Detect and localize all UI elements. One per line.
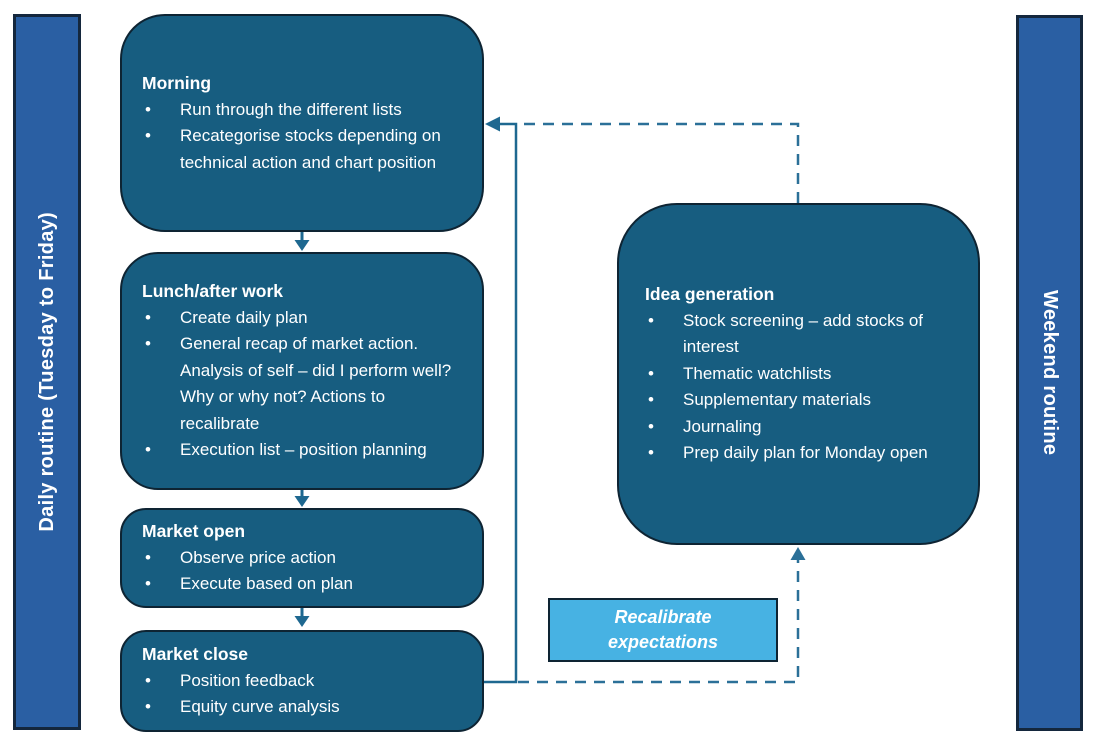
idea-generation-box: Idea generation Stock screening – add st…: [617, 203, 980, 545]
arrow-left-icon: [485, 116, 500, 132]
bullet-item: General recap of market action. Analysis…: [142, 331, 466, 437]
bullet-item: Create daily plan: [142, 305, 466, 332]
weekend-routine-label: Weekend routine: [1039, 290, 1061, 456]
market-close-bullets: Position feedbackEquity curve analysis: [142, 668, 466, 721]
bullet-item: Recategorise stocks depending on technic…: [142, 123, 466, 176]
market-open-title: Market open: [142, 521, 246, 542]
connector-close-morning: [484, 122, 518, 684]
connector-idea-morning: [518, 122, 800, 203]
lunch-after-work-box: Lunch/after work Create daily planGenera…: [120, 252, 484, 490]
bullet-item: Run through the different lists: [142, 97, 466, 124]
weekend-routine-bar: Weekend routine: [1016, 15, 1083, 731]
idea-generation-title: Idea generation: [645, 284, 775, 305]
morning-box: Morning Run through the different listsR…: [120, 14, 484, 232]
arrow-down-icon: [294, 616, 310, 627]
lunch-after-work-bullets: Create daily planGeneral recap of market…: [142, 305, 466, 464]
bullet-item: Execute based on plan: [142, 571, 466, 598]
market-close-box: Market close Position feedbackEquity cur…: [120, 630, 484, 732]
lunch-after-work-title: Lunch/after work: [142, 281, 283, 302]
arrow-down-icon: [294, 496, 310, 507]
market-open-box: Market open Observe price actionExecute …: [120, 508, 484, 608]
connector-close-idea: [518, 558, 800, 684]
idea-generation-bullets: Stock screening – add stocks of interest…: [645, 308, 962, 467]
bullet-item: Prep daily plan for Monday open: [645, 440, 962, 467]
arrow-down-icon: [294, 240, 310, 251]
bullet-item: Supplementary materials: [645, 387, 962, 414]
market-open-bullets: Observe price actionExecute based on pla…: [142, 545, 466, 598]
bullet-item: Journaling: [645, 414, 962, 441]
morning-bullets: Run through the different listsRecategor…: [142, 97, 466, 177]
bullet-item: Stock screening – add stocks of interest: [645, 308, 962, 361]
morning-title: Morning: [142, 73, 212, 93]
bullet-item: Observe price action: [142, 545, 466, 572]
bullet-item: Equity curve analysis: [142, 694, 466, 721]
recalibrate-expectations-callout: Recalibrate expectations: [548, 598, 778, 662]
bullet-item: Thematic watchlists: [645, 361, 962, 388]
daily-routine-bar: Daily routine (Tuesday to Friday): [13, 14, 81, 730]
bullet-item: Execution list – position planning: [142, 437, 466, 464]
arrow-up-icon: [790, 547, 806, 560]
bullet-item: Position feedback: [142, 668, 466, 695]
recalibrate-expectations-label: Recalibrate expectations: [607, 607, 719, 652]
market-close-title: Market close: [142, 644, 249, 665]
